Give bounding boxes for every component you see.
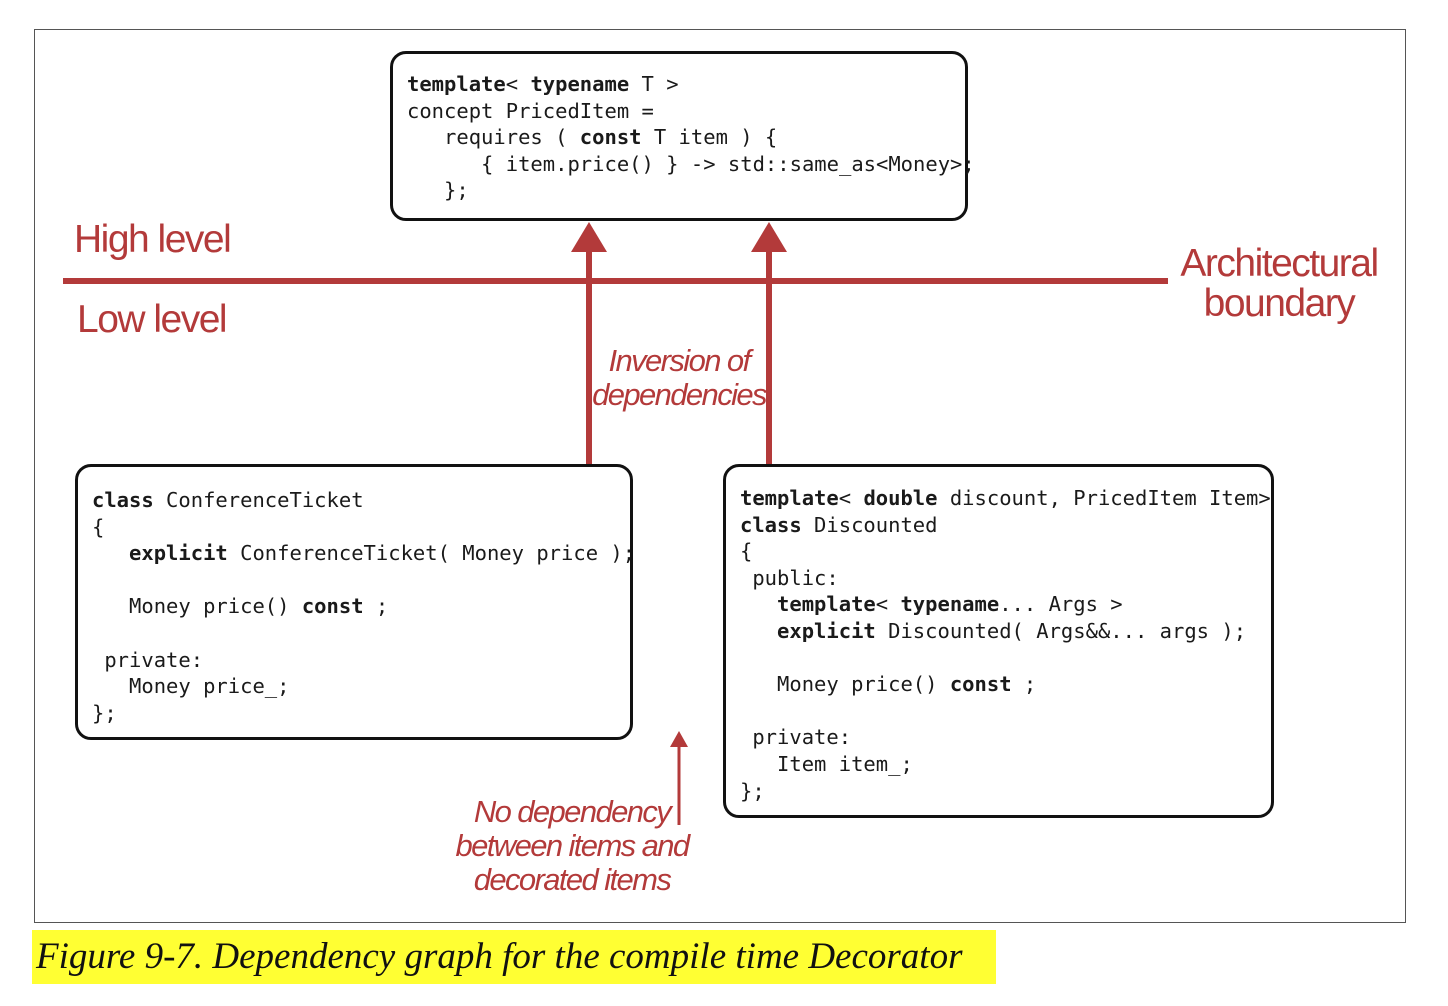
code-text: Money price() — [92, 594, 302, 619]
code-line: template< typename T > — [407, 71, 953, 98]
no-dependency-label-line3: decorated items — [473, 862, 672, 897]
code-keyword: typename — [530, 72, 630, 96]
high-level-label: High level — [74, 218, 232, 261]
code-text: Item item_; — [740, 751, 913, 776]
code-line: requires ( const T item ) { — [407, 124, 953, 151]
code-text: Discounted — [801, 512, 938, 537]
arrow-ticket-head — [571, 222, 607, 252]
code-text: requires ( — [407, 125, 580, 150]
priced-item-concept-box: template< typename T >concept PricedItem… — [390, 51, 975, 221]
code-text: ... Args > — [999, 592, 1123, 617]
code-text — [740, 619, 777, 643]
code-line: explicit ConferenceTicket( Money price )… — [92, 540, 635, 567]
code-keyword: const — [301, 594, 364, 619]
code-line: explicit Discounted( Args&&... args ); — [740, 618, 1259, 645]
code-keyword: class — [92, 488, 154, 512]
code-keyword: class — [740, 512, 802, 537]
code-text — [740, 592, 777, 616]
code-text: { — [92, 514, 105, 539]
code-line: }; — [740, 778, 1259, 805]
conference-ticket-class-box: class ConferenceTicket{ explicit Confere… — [75, 464, 635, 740]
inversion-of-dependencies-label: Inversion of dependencies — [592, 343, 767, 412]
figure-caption: Figure 9-7. Dependency graph for the com… — [32, 930, 996, 984]
code-text: Money price_; — [92, 674, 290, 699]
code-line: Money price_; — [92, 673, 618, 700]
code-keyword: template — [740, 486, 839, 510]
code-text: Discounted( Args&&... args ); — [875, 618, 1247, 643]
code-text: < — [838, 486, 864, 510]
code-line: public: — [740, 565, 1259, 592]
code-text: T > — [629, 72, 679, 96]
code-line: concept PricedItem = — [407, 98, 953, 125]
code-text: concept PricedItem = — [407, 98, 654, 123]
code-line: Money price() const ; — [92, 593, 618, 620]
code-text: }; — [407, 178, 469, 203]
code-line: class ConferenceTicket — [92, 487, 618, 514]
code-line: }; — [407, 177, 953, 204]
code-text: ; — [1011, 672, 1037, 697]
architectural-boundary-label-line1: Architectural — [1180, 242, 1379, 285]
no-dependency-label-line1: No dependency — [473, 794, 672, 829]
code-line: Money price() const ; — [740, 671, 1259, 698]
code-text: { item.price() } -> std::same_as<Money>; — [407, 151, 975, 176]
code-keyword: double — [863, 486, 938, 510]
code-text: }; — [740, 778, 765, 803]
inversion-label-line2: dependencies — [592, 377, 767, 412]
code-text: T item ) { — [641, 125, 778, 150]
code-line: { item.price() } -> std::same_as<Money>; — [407, 151, 975, 178]
code-keyword: explicit — [777, 618, 876, 643]
architectural-boundary-label: Architectural boundary — [1172, 244, 1386, 324]
architectural-boundary-label-line2: boundary — [1203, 282, 1356, 325]
no-dependency-label: No dependency between items and decorate… — [452, 795, 692, 897]
code-line: private: — [92, 647, 618, 674]
code-text — [92, 541, 129, 565]
code-text: private: — [92, 647, 204, 672]
discounted-class-box: template< double discount, PricedItem It… — [723, 464, 1274, 818]
code-text: ; — [363, 594, 389, 619]
code-line — [92, 567, 618, 594]
code-line — [740, 645, 1259, 672]
code-text: < — [875, 592, 901, 617]
code-line: template< typename... Args > — [740, 591, 1259, 618]
no-dependency-label-line2: between items and — [455, 828, 690, 863]
code-text: ConferenceTicket — [153, 488, 364, 512]
inversion-label-line1: Inversion of — [608, 343, 751, 378]
code-text: { — [740, 539, 753, 564]
no-dependency-arrow-head — [670, 731, 688, 747]
code-text: Money price() — [740, 672, 950, 697]
code-line: }; — [92, 700, 618, 727]
code-keyword: const — [579, 125, 642, 150]
low-level-label: Low level — [77, 298, 228, 341]
code-text: private: — [740, 725, 852, 750]
code-text: discount, PricedItem Item> — [937, 486, 1271, 510]
code-text: }; — [92, 700, 117, 725]
code-keyword: template — [777, 592, 876, 617]
code-line: class Discounted — [740, 512, 1259, 539]
code-text: public: — [740, 565, 839, 590]
code-text: ConferenceTicket( Money price ); — [227, 541, 636, 566]
code-line — [740, 698, 1259, 725]
code-keyword: typename — [900, 592, 1000, 617]
code-line: { — [740, 538, 1259, 565]
arrow-discounted-head — [751, 222, 787, 252]
code-line: template< double discount, PricedItem It… — [740, 485, 1271, 512]
code-keyword: template — [407, 72, 506, 96]
code-line: { — [92, 514, 618, 541]
code-line: Item item_; — [740, 751, 1259, 778]
code-line: private: — [740, 724, 1259, 751]
code-keyword: explicit — [129, 541, 228, 566]
code-keyword: const — [949, 672, 1012, 697]
code-text: < — [505, 72, 531, 96]
code-line — [92, 620, 618, 647]
